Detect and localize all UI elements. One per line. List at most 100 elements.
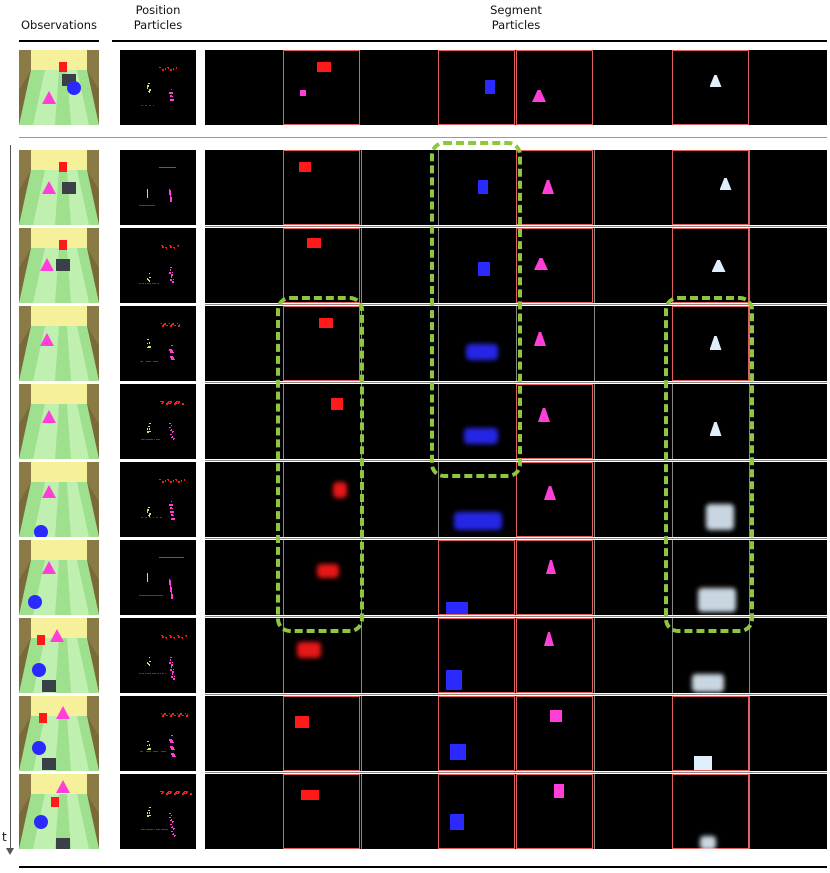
particle-dot [170,656,172,659]
particle-dot [173,247,176,249]
particle-dot [163,556,166,559]
particle-dot [167,478,169,481]
particle-dot [176,556,178,559]
particle-dot [152,104,155,107]
position-particles-plot [120,384,196,459]
particle-dot [182,714,184,717]
particle-dot [146,193,149,196]
particle-dot [159,594,162,597]
particle-dot [150,204,153,207]
slot-separator [593,384,595,459]
highlighted-slot [282,306,360,381]
particle-dot [171,350,173,352]
particle-dot [143,438,146,441]
slot-separator [282,462,284,537]
particle-dot [148,664,151,667]
particle-dot [170,666,173,668]
particle-dot [170,715,172,717]
segment-particle-white [691,674,724,692]
particle-dot [173,754,175,756]
particle-dot [140,204,142,207]
particle-dot [171,514,174,517]
particle-dot [170,818,173,821]
particle-dot [182,556,185,559]
particle-dot [174,324,176,327]
segment-particle-red [298,162,311,172]
particle-dot [173,358,175,361]
segment-particle-magenta [544,632,554,646]
particle-dot [170,428,173,431]
particle-dot [172,68,175,70]
particle-dot [184,790,186,793]
particle-dot [140,360,142,363]
particle-dot [174,403,176,405]
particle-dot [153,594,156,597]
observation-frame [19,696,99,771]
highlighted-slot [438,540,516,615]
particle-dot [162,714,165,716]
particle-dot [170,819,172,822]
highlighted-slot [516,50,593,125]
particle-dot [171,518,173,520]
particle-dot [148,425,150,428]
particle-dot [158,556,161,559]
particle-dot [172,833,174,836]
particle-dot [161,672,164,675]
slot-separator [671,384,673,459]
particle-dot [186,715,188,717]
particle-dot [170,99,172,101]
particle-dot [138,204,141,207]
particle-dot [147,360,149,363]
particle-dot [152,672,154,675]
particle-dot [159,478,161,481]
particle-dot [170,669,172,671]
particle-dot [156,438,159,441]
particle-dot [153,828,155,831]
particle-dot [166,403,168,405]
particle-dot [140,594,142,597]
particle-dot [164,672,167,675]
particle-dot [171,821,174,824]
observation-scene [19,228,99,303]
row-separator [205,460,827,461]
particle-dot [171,595,173,598]
slot-separator [360,774,362,849]
slot-separator [749,774,751,849]
row-separator [205,694,827,695]
position-particles-plot [120,696,196,771]
slot-separator [749,462,751,537]
particle-dot [148,750,150,753]
particle-dot [170,279,172,281]
highlighted-slot [438,774,516,849]
particle-dot [145,750,148,753]
particle-dot [148,663,150,666]
particle-dot [172,278,175,281]
particle-dot [148,428,151,430]
particle-dot [158,594,160,597]
particle-dot [178,715,180,717]
particle-dot [172,480,175,482]
slot-separator [282,384,284,459]
observation-frame [19,540,99,615]
top-rule-1 [19,40,99,42]
particle-dot [184,712,187,715]
particle-dot [163,828,165,831]
particle-dot [146,577,149,580]
bottom-rule [19,866,827,868]
segment-particle-blue [464,428,499,444]
particle-dot [147,431,149,433]
segment-particle-blue [454,512,503,530]
particle-dot [147,85,149,87]
segment-particle-blue [478,262,491,276]
segment-particle-magenta [554,784,564,798]
particle-dot [160,750,163,753]
particle-dot [146,87,149,89]
particle-dot [158,438,161,441]
particle-dot [160,556,162,559]
particle-dot [170,246,172,248]
highlighted-slot [516,150,593,225]
particle-dot [169,812,171,815]
particle-dot [158,166,161,169]
particle-dot [164,828,166,831]
particle-dot [171,271,174,274]
